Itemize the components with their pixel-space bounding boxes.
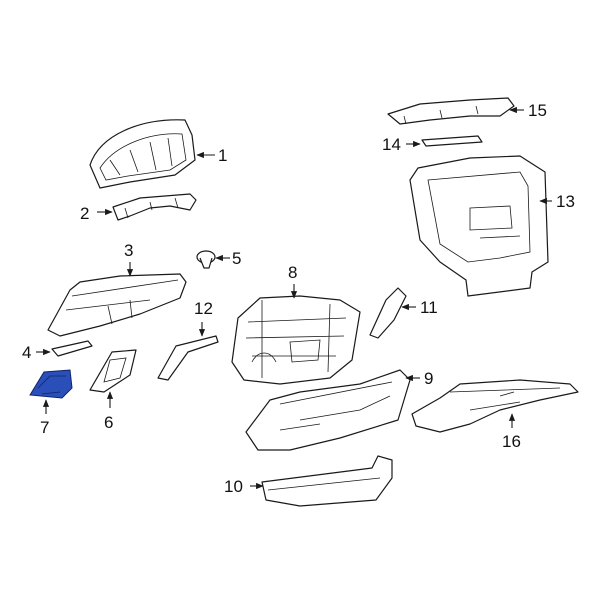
- part-5-clip[interactable]: [196, 250, 216, 269]
- callout-1[interactable]: 1: [218, 146, 227, 165]
- part-10-lower-strip[interactable]: [261, 455, 393, 507]
- callout-12[interactable]: 12: [194, 299, 213, 318]
- part-12-trim-piece[interactable]: [157, 335, 219, 381]
- callout-13[interactable]: 13: [556, 192, 575, 211]
- part-11-side-bracket[interactable]: [369, 287, 407, 339]
- part-6-switch-bezel[interactable]: [89, 349, 137, 393]
- part-1-cluster-bezel[interactable]: [89, 119, 196, 189]
- callout-8[interactable]: 8: [288, 263, 297, 282]
- part-14-trim-strip[interactable]: [421, 135, 483, 147]
- callout-4[interactable]: 4: [22, 343, 31, 362]
- callout-14[interactable]: 14: [382, 135, 401, 154]
- callout-9[interactable]: 9: [424, 369, 433, 388]
- callout-16[interactable]: 16: [502, 432, 521, 451]
- callout-10[interactable]: 10: [224, 477, 243, 496]
- callout-6[interactable]: 6: [104, 413, 113, 432]
- part-2-bracket[interactable]: [112, 193, 197, 221]
- callout-2[interactable]: 2: [80, 204, 89, 223]
- part-13-center-bezel[interactable]: [409, 155, 549, 297]
- callout-15[interactable]: 15: [528, 101, 547, 120]
- part-16-console-tray[interactable]: [411, 379, 579, 433]
- callout-11[interactable]: 11: [420, 298, 438, 317]
- part-8-center-housing[interactable]: [231, 295, 361, 385]
- callout-7[interactable]: 7: [40, 418, 49, 437]
- part-4-filler-panel[interactable]: [51, 340, 93, 357]
- part-3-dash-trim-panel[interactable]: [47, 273, 187, 337]
- part-15-upper-bar[interactable]: [387, 97, 515, 125]
- part-7-highlighted-bracket[interactable]: [29, 369, 73, 399]
- callout-3[interactable]: 3: [124, 241, 133, 260]
- callout-5[interactable]: 5: [232, 249, 241, 268]
